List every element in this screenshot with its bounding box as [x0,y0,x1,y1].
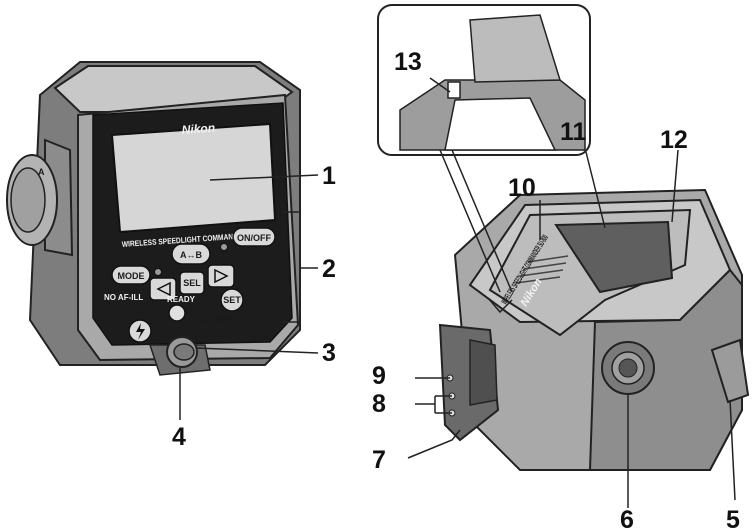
callout-3: 3 [322,339,336,367]
callout-4: 4 [172,423,186,451]
status-lamp-right [220,243,228,251]
callout-5: 5 [726,506,740,531]
leader-lines [179,77,736,508]
lcd-panel [110,122,277,234]
callout-10: 10 [508,174,536,202]
sync-terminal[interactable] [601,341,655,395]
callout-6: 6 [620,506,634,531]
callout-2: 2 [322,255,336,283]
svg-text:ON/OFF: ON/OFF [237,233,271,243]
callout-8: 8 [372,390,386,418]
callout-numbers: 1 2 3 4 5 6 7 8 9 10 11 12 13 [172,48,740,531]
grip-ribs [515,255,569,284]
svg-text:A: A [38,167,45,177]
callout-9: 9 [372,362,386,390]
right-arrow-button[interactable] [207,264,235,288]
callout-11: 11 [560,118,587,146]
svg-text:A↔B: A↔B [180,250,202,260]
mode-button[interactable]: MODE [111,265,151,285]
release-arrow-icon[interactable] [487,297,513,314]
svg-text:MODE: MODE [118,271,145,281]
sensor-window [554,220,674,294]
detail-inset [377,4,591,293]
lightning-icon [136,323,145,340]
on-off-button[interactable]: ON/OFF [232,227,276,247]
terminal-cap[interactable] [710,338,750,404]
set-button[interactable]: SET [220,288,244,312]
svg-text:SET: SET [223,295,241,305]
callout-1: 1 [322,162,336,190]
hot-shoe-connector [438,323,500,442]
callout-7: 7 [372,446,386,474]
svg-text:SEL: SEL [183,278,201,288]
no-af-label: NO AF-ILL [104,293,143,302]
left-arrow-button[interactable] [149,277,177,301]
side-knob[interactable]: A [6,138,74,257]
front-unit: Nikon WIRELESS SPEEDLIGHT COMMANDER SU-8… [6,61,301,376]
mounting-foot-lock[interactable] [148,336,211,376]
lock-label: ▲ LOCK [198,314,235,324]
brand-logo-front: Nikon [181,121,215,137]
ready-lamp [168,304,186,322]
switch-slider[interactable] [447,81,461,99]
ab-button[interactable]: A↔B [171,243,211,265]
status-lamp-left [154,268,162,276]
rear-unit: Nikon WIRELESS SPEEDLIGHT COMMANDER SU-8… [377,4,750,471]
sel-button[interactable]: SEL [179,271,205,295]
ready-label: READY [167,295,196,304]
flash-button[interactable] [128,319,152,343]
callout-13: 13 [394,48,422,76]
callout-12: 12 [660,126,688,154]
